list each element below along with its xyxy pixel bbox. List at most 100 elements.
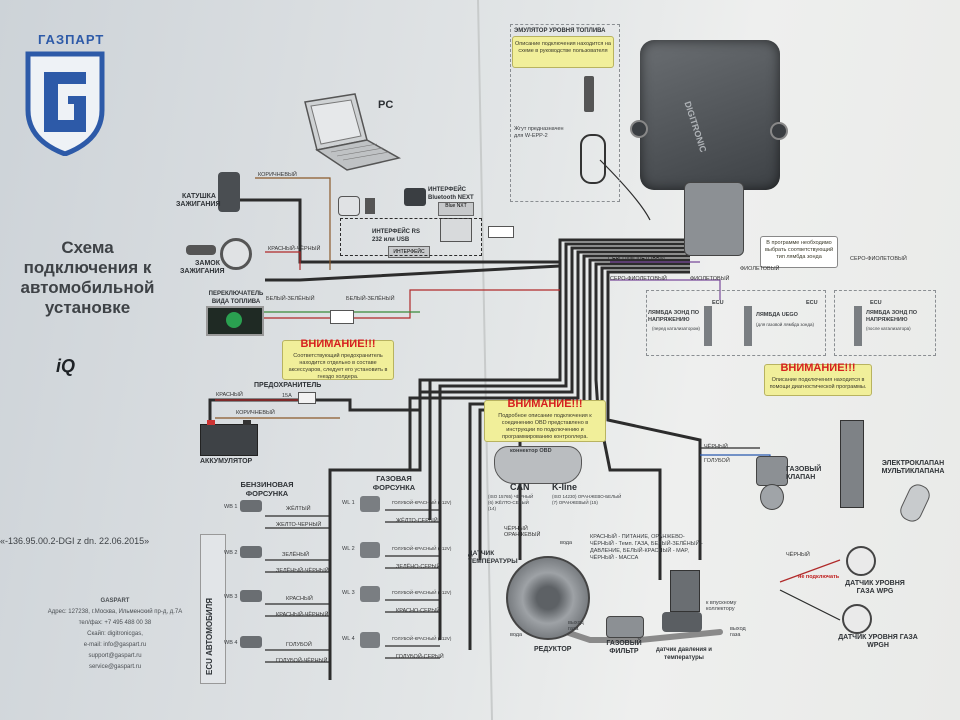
lambda-probe-icon — [744, 306, 752, 346]
petrol-row-id: WB 2 — [224, 550, 238, 556]
petrol-wire-label-2: ЗЕЛЁНЫЙ-ЧЁРНЫЙ — [276, 568, 329, 574]
ignition-lock-icon — [220, 238, 252, 270]
gas-injector-icon — [360, 586, 380, 602]
ecu-mount-hole-icon — [630, 120, 648, 138]
title-line-3: автомобильной — [20, 278, 155, 297]
fuel-emulator-label: ЭМУЛЯТОР УРОВНЯ ТОПЛИВА — [514, 28, 606, 34]
petrol-injector-rows: WB 1 ЖЁЛТЫЙ ЖЕЛТО-ЧЕРНЫЙ WB 2 ЗЕЛЁНЫЙ ЗЕ… — [224, 500, 329, 680]
doc-code: «-136.95.00.2-DGI z dn. 22.06.2015» — [0, 536, 150, 546]
wire-red-black-label: КРАСНЫЙ-ЧЁРНЫЙ — [268, 246, 321, 252]
lambda-box — [646, 290, 826, 356]
temp-sensor-wire-label: ЧЁРНЫЙ ОРАНЖЕВЫЙ — [504, 526, 541, 538]
petrol-wire-label-2: ЖЕЛТО-ЧЕРНЫЙ — [276, 522, 322, 528]
gas-out-reducer-label: выход газа — [568, 620, 584, 632]
wire-brown2-label: КОРИЧНЕВЫЙ — [236, 410, 275, 416]
water-out-label: вода — [510, 632, 523, 638]
company-name: GASPART — [100, 598, 130, 604]
petrol-row-id: WB 3 — [224, 594, 238, 600]
switch-connector-icon — [330, 310, 354, 324]
warning-obd-box: ВНИМАНИЕ!!! Подробное описание подключен… — [484, 398, 606, 442]
gas-row-id: WL 3 — [342, 590, 355, 596]
pressure-sensor-icon — [670, 570, 700, 612]
bluetooth-interface-label: ИНТЕРФЕЙС Bluetooth NEXT — [428, 187, 474, 201]
gas-wire-label-2: ЖЁЛТО-СЕРЫЙ — [396, 518, 438, 524]
ignition-key-icon — [186, 245, 216, 255]
petrol-injector-icon — [240, 500, 262, 512]
ecu-mount-hole-icon — [770, 122, 788, 140]
petrol-wire-label: ГОЛУБОЙ — [286, 642, 312, 648]
company-support: support@gaspart.ru — [88, 653, 142, 659]
fuse-label: ПРЕДОХРАНИТЕЛЬ — [254, 382, 322, 389]
gas-filter-icon — [606, 616, 644, 638]
gas-wire-label: ГОЛУБОЙ-КРАСНЫЙ (+12V) — [392, 590, 452, 595]
emulator-note-box: Описание подключения находится на схеме … — [512, 36, 614, 68]
reducer-icon — [506, 556, 590, 640]
lambda3-sub: (после катализатора) — [866, 326, 911, 331]
petrol-injector-icon — [240, 590, 262, 602]
model-name: iQ — [56, 356, 76, 376]
petrol-row-id: WB 1 — [224, 504, 238, 510]
gas-wire-label-2: ЗЕЛЁНО-СЕРЫЙ — [396, 564, 441, 570]
petrol-wire-label: ЗЕЛЁНЫЙ — [282, 552, 310, 558]
gas-wire-label-2: ГОЛУБОЙ-СЕРЫЙ — [396, 654, 444, 660]
gas-valve-body-icon — [760, 484, 784, 510]
battery-plus-terminal — [207, 420, 215, 425]
company-service: service@gaspart.ru — [88, 664, 142, 670]
usb-plug-icon — [338, 196, 360, 216]
gas-wire-label: ГОЛУБОЙ-КРАСНЫЙ (+12V) — [392, 546, 452, 551]
wire-black-label: ЧЁРНЫЙ — [704, 444, 728, 450]
title-line-4: установке — [44, 298, 131, 317]
lambda2-sub: (для газовой лямбда зонда) — [756, 322, 815, 327]
fuel-switch-icon — [206, 306, 264, 336]
gas-row-id: WL 2 — [342, 546, 355, 552]
lambda-box-2 — [834, 290, 936, 356]
gas-injector-icon — [360, 632, 380, 648]
pressure-sensor-label: датчик давления и температуры — [656, 647, 712, 661]
wire-violet-label-2: ФИОЛЕТОВЫЙ — [740, 266, 780, 272]
petrol-injector-title: БЕНЗИНОВАЯ ФОРСУНКА — [240, 480, 294, 498]
gas-filter-label: ГАЗОВЫЙ ФИЛЬТР — [606, 640, 642, 655]
battery-icon — [200, 420, 258, 456]
emulator-cable-loop-icon — [580, 134, 606, 184]
brand-logo-shield — [24, 50, 106, 157]
interface-cable-path — [340, 218, 482, 256]
warning-lambda-head: ВНИМАНИЕ!!! — [780, 362, 856, 374]
car-ecu-label: ECU АВТОМОБИЛЯ — [205, 597, 214, 675]
company-email: e-mail: info@gaspart.ru — [83, 642, 147, 648]
gas-injector-rows: WL 1 ГОЛУБОЙ-КРАСНЫЙ (+12V) ЖЁЛТО-СЕРЫЙ … — [342, 496, 452, 676]
emulator-note: Описание подключения находится на схеме … — [515, 41, 611, 54]
gas-row-id: WL 4 — [342, 636, 355, 642]
fuse-rating: 15A — [282, 393, 292, 399]
multivalve-label: ЭЛЕКТРОКЛАПАН МУЛЬТИКЛАПАНА — [881, 460, 945, 475]
petrol-row-id: WB 4 — [224, 640, 238, 646]
lambda1-label: ЛЯМБДА ЗОНД ПО НАПРЯЖЕНИЮ — [648, 310, 700, 323]
wire-white-green-label-2: БЕЛЫЙ-ЗЕЛЁНЫЙ — [346, 296, 395, 302]
petrol-wire-label: ЖЁЛТЫЙ — [286, 506, 311, 512]
level-sensor-wpgh-label: ДАТЧИК УРОВНЯ ГАЗА WPGH — [838, 634, 918, 649]
lambda-probe-icon — [704, 306, 712, 346]
company-skype: Скайп: digitronicgas, — [87, 631, 143, 637]
lambda-ecu-tag-2: ECU — [806, 300, 818, 306]
lambda-probe-icon — [854, 306, 862, 346]
pressure-sensor-body-icon — [662, 612, 702, 632]
gas-wire-label: ГОЛУБОЙ-КРАСНЫЙ (+12V) — [392, 500, 452, 505]
petrol-wire-label: КРАСНЫЙ — [286, 596, 313, 602]
gas-exit-label: выход газа — [730, 626, 746, 638]
petrol-wire-label-2: ГОЛУБОЙ-ЧЁРНЫЙ — [276, 658, 328, 664]
warning-lambda-text: Описание подключения находится в помощи … — [769, 377, 867, 390]
interface-box-icon — [440, 218, 472, 242]
ecu-brand-label: DIGITRONIC — [682, 100, 709, 154]
company-address: Адрес: 127238, г.Москва, Ильменский пр-д… — [47, 609, 183, 615]
level-sensor-wire-label: ЧЁРНЫЙ — [786, 552, 810, 558]
wire-violet-label: ФИОЛЕТОВЫЙ — [690, 276, 730, 282]
lambda2-label: ЛЯМБДА UEGO — [756, 312, 798, 318]
ignition-coil-icon — [218, 172, 240, 212]
gas-valve-label: ГАЗОВЫЙ КЛАПАН — [786, 466, 822, 481]
gas-injector-title: ГАЗОВАЯ ФОРСУНКА — [372, 474, 416, 492]
lambda-note: В программе необходимо выбрать соответст… — [764, 240, 834, 260]
gas-injector-icon — [360, 542, 380, 558]
diagram-title: Схема подключения к автомобильной устано… — [0, 238, 175, 318]
level-sensor-wpgh-icon — [842, 604, 872, 634]
company-info: GASPART Адрес: 127238, г.Москва, Ильменс… — [40, 596, 190, 673]
